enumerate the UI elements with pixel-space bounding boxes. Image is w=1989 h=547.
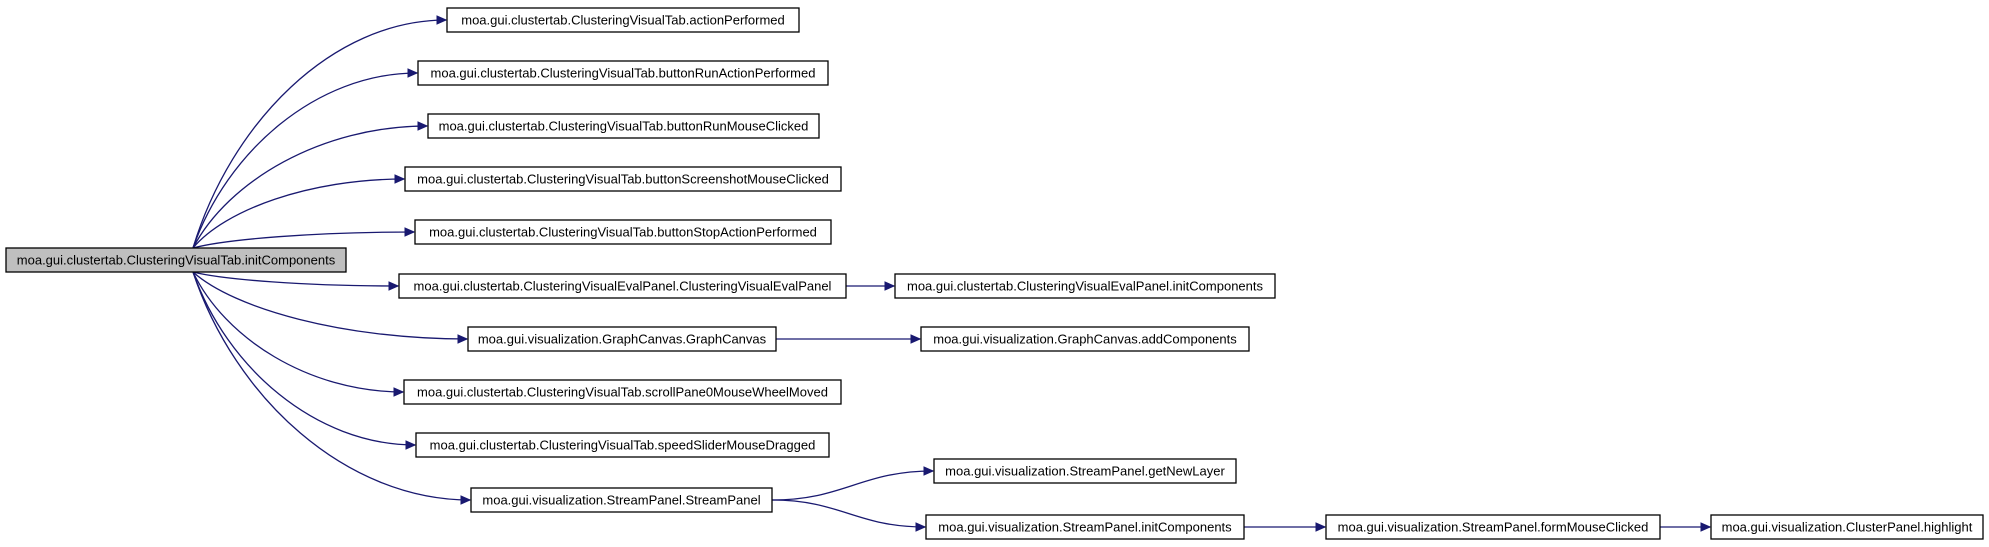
node-label: moa.gui.clustertab.ClusteringVisualTab.i…	[17, 253, 336, 268]
node-n15[interactable]: moa.gui.visualization.StreamPanel.formMo…	[1325, 514, 1661, 540]
node-box	[414, 219, 832, 245]
arrowhead-n15	[1315, 522, 1327, 532]
edge-root-to-n5	[192, 231, 415, 249]
node-label: moa.gui.visualization.StreamPanel.initCo…	[938, 520, 1232, 535]
edge-n10-to-n14	[771, 499, 926, 528]
arrowhead-n2	[407, 68, 419, 78]
node-label: moa.gui.clustertab.ClusteringVisualEvalP…	[907, 279, 1264, 294]
node-box	[404, 166, 842, 192]
node-n4[interactable]: moa.gui.clustertab.ClusteringVisualTab.b…	[404, 166, 842, 192]
node-n7[interactable]: moa.gui.visualization.GraphCanvas.GraphC…	[467, 326, 777, 352]
node-label: moa.gui.clustertab.ClusteringVisualTab.s…	[417, 385, 828, 400]
node-label: moa.gui.clustertab.ClusteringVisualEvalP…	[414, 279, 832, 294]
arrowhead-n14	[915, 522, 927, 532]
node-box	[894, 273, 1276, 299]
node-box	[415, 432, 830, 458]
arrowhead-n12	[910, 334, 922, 344]
node-n1[interactable]: moa.gui.clustertab.ClusteringVisualTab.a…	[446, 7, 800, 33]
edge-root-to-n6	[192, 271, 399, 287]
node-box	[470, 487, 773, 513]
node-box	[417, 60, 829, 86]
node-box	[5, 247, 347, 273]
node-box	[920, 326, 1250, 352]
arrowhead-n3	[417, 121, 429, 131]
node-label: moa.gui.visualization.StreamPanel.getNew…	[945, 464, 1225, 479]
node-box	[1710, 514, 1984, 540]
node-n11[interactable]: moa.gui.clustertab.ClusteringVisualEvalP…	[894, 273, 1276, 299]
node-n16[interactable]: moa.gui.visualization.ClusterPanel.highl…	[1710, 514, 1984, 540]
node-n10[interactable]: moa.gui.visualization.StreamPanel.Stream…	[470, 487, 773, 513]
node-box	[403, 379, 842, 405]
arrowhead-n5	[404, 227, 416, 237]
node-n13[interactable]: moa.gui.visualization.StreamPanel.getNew…	[933, 458, 1237, 484]
node-box	[933, 458, 1237, 484]
node-box	[446, 7, 800, 33]
arrowhead-n13	[923, 466, 935, 476]
nodes-layer: moa.gui.clustertab.ClusteringVisualTab.i…	[5, 7, 1984, 540]
node-label: moa.gui.clustertab.ClusteringVisualTab.b…	[417, 172, 829, 187]
node-label: moa.gui.clustertab.ClusteringVisualTab.b…	[439, 119, 809, 134]
root-node[interactable]: moa.gui.clustertab.ClusteringVisualTab.i…	[5, 247, 347, 273]
arrowhead-n1	[436, 15, 448, 25]
node-n14[interactable]: moa.gui.visualization.StreamPanel.initCo…	[925, 514, 1245, 540]
node-label: moa.gui.clustertab.ClusteringVisualTab.s…	[430, 438, 816, 453]
arrowhead-n16	[1700, 522, 1712, 532]
edge-root-to-n3	[192, 125, 428, 249]
edge-root-to-n8	[192, 271, 404, 393]
arrowhead-n6	[388, 281, 400, 291]
node-box	[427, 113, 820, 139]
arrowhead-n10	[460, 495, 472, 505]
node-box	[1325, 514, 1661, 540]
node-n9[interactable]: moa.gui.clustertab.ClusteringVisualTab.s…	[415, 432, 830, 458]
node-n8[interactable]: moa.gui.clustertab.ClusteringVisualTab.s…	[403, 379, 842, 405]
edge-root-to-n1	[192, 19, 447, 249]
node-n2[interactable]: moa.gui.clustertab.ClusteringVisualTab.b…	[417, 60, 829, 86]
edge-root-to-n4	[192, 178, 405, 249]
edges-layer	[192, 15, 1712, 532]
node-box	[398, 273, 847, 299]
edge-root-to-n7	[192, 271, 468, 340]
node-label: moa.gui.clustertab.ClusteringVisualTab.b…	[429, 225, 817, 240]
node-n3[interactable]: moa.gui.clustertab.ClusteringVisualTab.b…	[427, 113, 820, 139]
edge-root-to-n10	[192, 271, 471, 501]
node-label: moa.gui.visualization.StreamPanel.formMo…	[1338, 520, 1649, 535]
node-label: moa.gui.clustertab.ClusteringVisualTab.a…	[461, 13, 784, 28]
node-n5[interactable]: moa.gui.clustertab.ClusteringVisualTab.b…	[414, 219, 832, 245]
arrowhead-n4	[394, 174, 406, 184]
node-label: moa.gui.visualization.GraphCanvas.addCom…	[933, 332, 1237, 347]
node-label: moa.gui.visualization.ClusterPanel.highl…	[1722, 520, 1973, 535]
edge-root-to-n9	[192, 271, 416, 446]
arrowhead-n7	[457, 334, 469, 344]
node-label: moa.gui.visualization.StreamPanel.Stream…	[482, 493, 760, 508]
edge-root-to-n2	[192, 72, 418, 249]
arrowhead-n9	[405, 440, 417, 450]
node-box	[925, 514, 1245, 540]
node-box	[467, 326, 777, 352]
node-n6[interactable]: moa.gui.clustertab.ClusteringVisualEvalP…	[398, 273, 847, 299]
node-label: moa.gui.clustertab.ClusteringVisualTab.b…	[431, 66, 816, 81]
arrowhead-n8	[393, 387, 405, 397]
edge-n10-to-n13	[771, 470, 934, 501]
node-n12[interactable]: moa.gui.visualization.GraphCanvas.addCom…	[920, 326, 1250, 352]
node-label: moa.gui.visualization.GraphCanvas.GraphC…	[478, 332, 767, 347]
arrowhead-n11	[884, 281, 896, 291]
